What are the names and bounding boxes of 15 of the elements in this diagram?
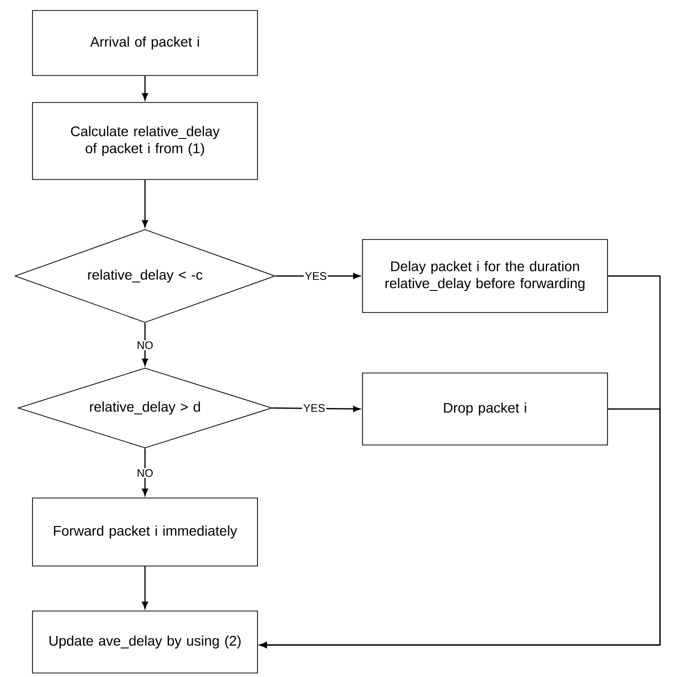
arrow (142, 566, 148, 609)
process-box: Calculate relative_delay of packet i from (1) (32, 102, 258, 180)
process-box: Update ave_delay by using (2) (32, 610, 258, 674)
edge-label: YES (304, 271, 328, 281)
process-box: Delay packet i for the duration relative_delay before forwarding (362, 239, 608, 313)
edge-label: YES (302, 403, 326, 413)
process-box: Forward packet i immediately (32, 498, 258, 566)
arrow (142, 448, 148, 496)
process-box: Arrival of packet i (32, 10, 258, 76)
arrow (142, 322, 148, 366)
process-box: Drop packet i (362, 372, 608, 446)
arrow (142, 76, 148, 100)
arrow (260, 408, 661, 648)
arrow (142, 180, 148, 228)
edge-label: NO (136, 468, 154, 478)
